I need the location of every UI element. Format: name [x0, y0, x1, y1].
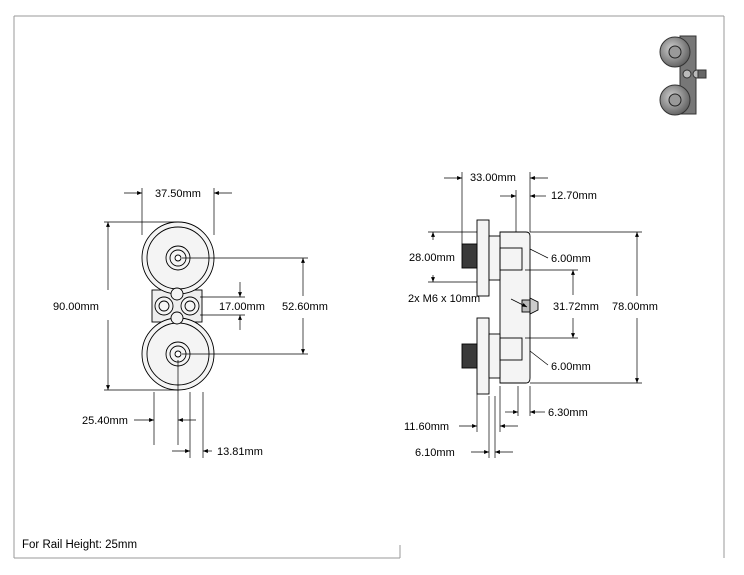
dim-12-70: 12.70mm — [551, 190, 597, 202]
front-view-part — [141, 221, 215, 391]
dim-11-60: 11.60mm — [404, 421, 449, 433]
dim-6-00-top: 6.00mm — [551, 253, 591, 265]
dim-fastener: 2x M6 x 10mm — [408, 293, 480, 305]
dim-13-81: 13.81mm — [217, 446, 263, 458]
dim-6-10: 6.10mm — [415, 447, 455, 459]
dim-6-00-bottom: 6.00mm — [551, 361, 591, 373]
dim-78-00: 78.00mm — [612, 301, 658, 313]
rail-height-note: For Rail Height: 25mm — [22, 539, 138, 551]
dim-33-00: 33.00mm — [470, 172, 516, 184]
dim-52-60: 52.60mm — [282, 301, 328, 313]
dim-25-40: 25.40mm — [82, 415, 128, 427]
isometric-preview — [659, 35, 707, 116]
dim-90-00: 90.00mm — [53, 301, 99, 313]
dim-28-00: 28.00mm — [409, 252, 455, 264]
sheet-border — [13, 15, 725, 559]
side-view-dimensions — [428, 172, 642, 458]
dim-31-72: 31.72mm — [553, 301, 599, 313]
dim-6-30: 6.30mm — [548, 407, 588, 419]
front-view-dimensions — [104, 188, 308, 458]
dim-37-50: 37.50mm — [155, 188, 201, 200]
dim-17-00: 17.00mm — [219, 301, 265, 313]
side-view-part — [461, 219, 539, 395]
